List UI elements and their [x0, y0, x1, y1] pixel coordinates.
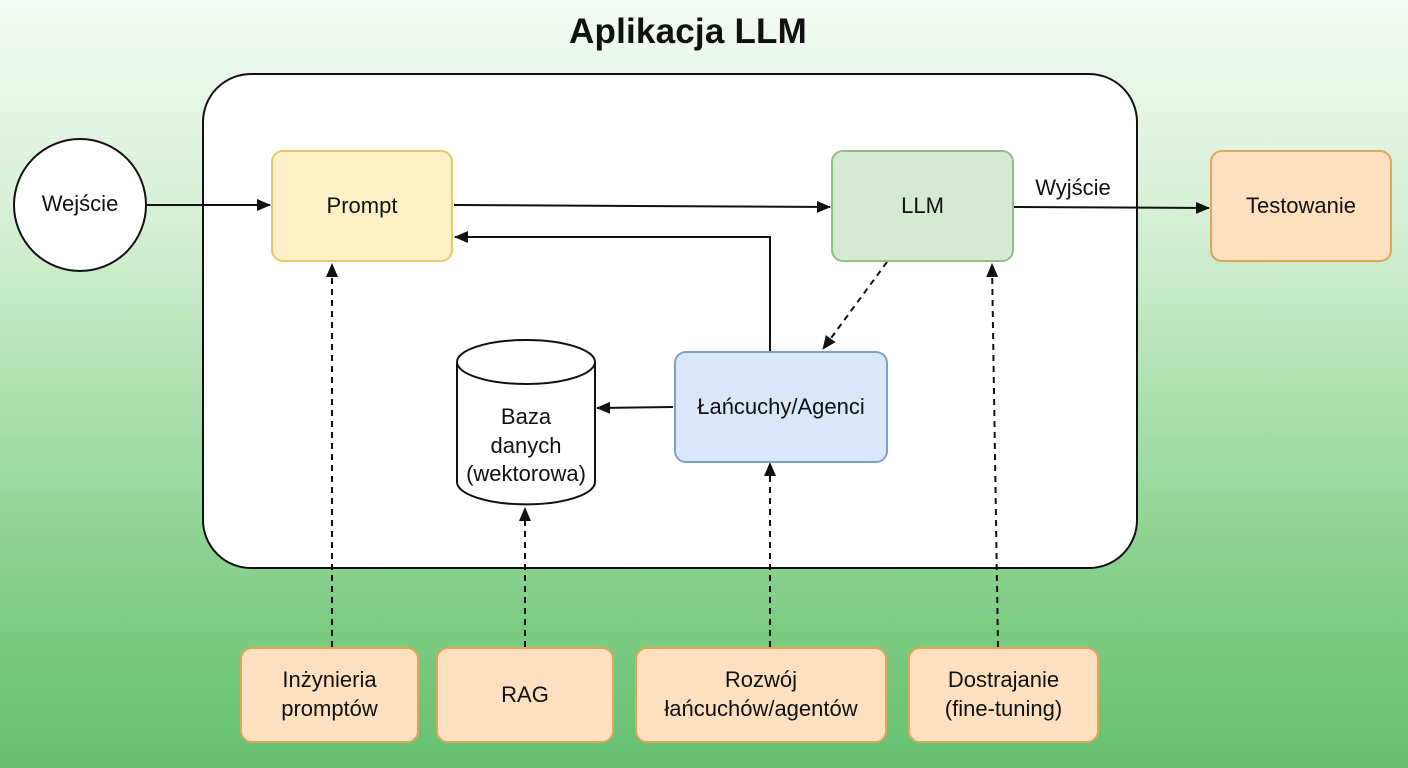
database-cylinder — [456, 339, 596, 506]
edge-fine-tuning-to-llm — [986, 263, 999, 648]
practice-prompt-engineering: Inżynieria promptów — [240, 647, 419, 743]
prompt-node: Prompt — [271, 150, 453, 262]
edge-llm-to-chains-dashed — [822, 261, 888, 350]
database-label-line-3: (wektorowa) — [466, 461, 586, 487]
llm-node: LLM — [831, 150, 1014, 262]
practice-rag-label: RAG — [501, 681, 549, 707]
diagram-title: Aplikacja LLM — [569, 12, 807, 51]
database-label-line-1: Baza — [500, 404, 552, 429]
practice-prompt-engineering-line-1: Inżynieria — [282, 667, 377, 693]
edge-chains-to-database — [596, 401, 674, 414]
chains-agents-node-label: Łańcuchy/Agenci — [697, 393, 865, 419]
database-node-label: Baza danych (wektorowa) — [457, 403, 595, 489]
practice-chain-dev-line-2: łańcuchów/agentów — [664, 696, 858, 721]
input-node: Wejście — [41, 191, 119, 216]
practice-prompt-engineering-line-2: promptów — [281, 696, 378, 721]
practice-rag: RAG — [436, 647, 614, 743]
database-label-line-2: danych — [490, 432, 562, 458]
practice-chain-dev-line-1: Rozwój — [724, 667, 798, 693]
practice-fine-tuning-line-2: (fine-tuning) — [944, 696, 1063, 721]
practice-fine-tuning: Dostrajanie (fine-tuning) — [908, 647, 1099, 743]
practice-fine-tuning-line-1: Dostrajanie — [947, 667, 1060, 693]
edge-prompt-to-llm — [453, 200, 831, 213]
testing-node-label: Testowanie — [1245, 192, 1357, 218]
prompt-node-label: Prompt — [326, 192, 398, 218]
edge-llm-to-testing — [1013, 201, 1210, 214]
chains-agents-node: Łańcuchy/Agenci — [674, 351, 888, 463]
edge-chains-to-prompt — [454, 231, 771, 351]
input-node-circle — [13, 138, 147, 272]
output-edge-label: Wyjście — [1035, 175, 1111, 200]
llm-node-label: LLM — [901, 192, 944, 218]
application-container — [202, 73, 1138, 569]
testing-node: Testowanie — [1210, 150, 1392, 262]
practice-chain-agent-development: Rozwój łańcuchów/agentów — [635, 647, 887, 743]
